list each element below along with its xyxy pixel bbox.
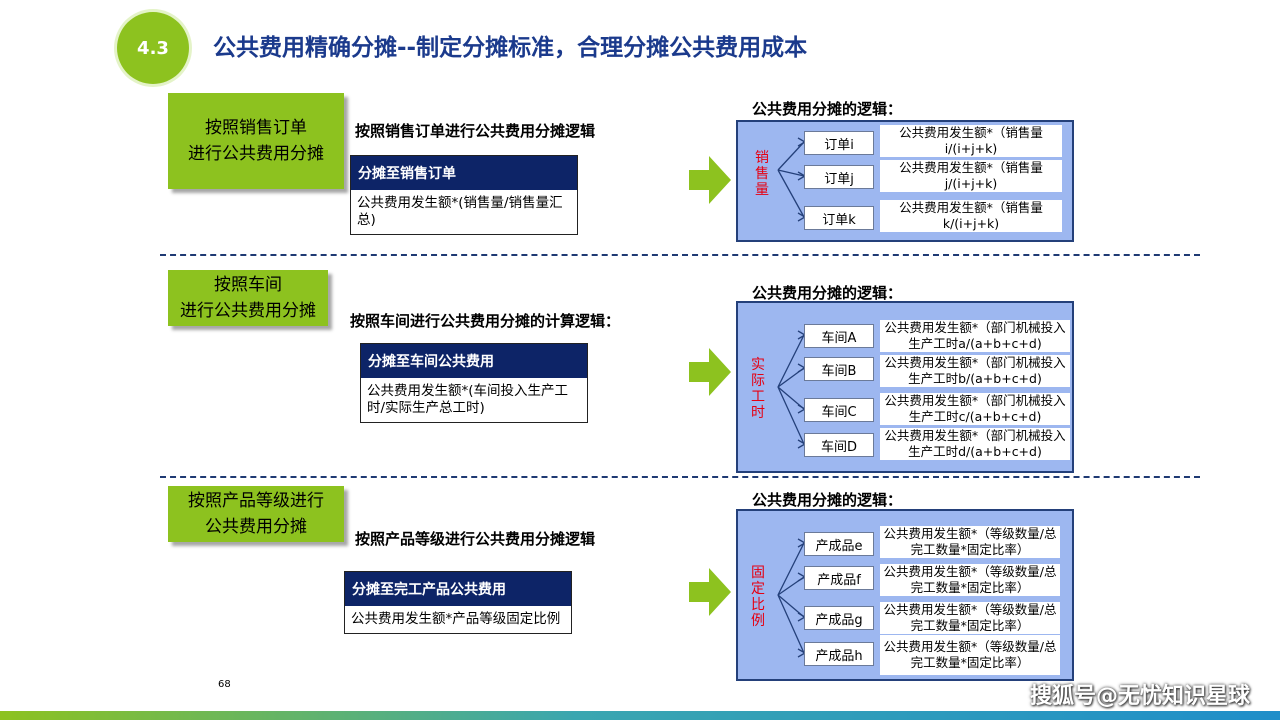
section-divider: [160, 476, 1200, 478]
formula-box: 公共费用发生额*（销售量j/(i+j+k): [880, 160, 1062, 192]
page-number: 68: [218, 679, 231, 690]
item-box: 订单i: [804, 131, 874, 155]
right-arrow-icon: [689, 348, 731, 396]
logic-panel: 实际工时 车间A 公共费用发生额*（部门机械投入生产工时a/(a+b+c+d) …: [736, 301, 1074, 473]
allocation-box: 分摊至销售订单 公共费用发生额*(销售量/销售量汇总): [350, 155, 578, 235]
vertical-label: 实际工时: [751, 357, 765, 421]
formula-box: 公共费用发生额*（部门机械投入生产工时a/(a+b+c+d): [880, 320, 1070, 352]
section-divider: [160, 254, 1200, 256]
label-line: 按照车间: [214, 275, 282, 295]
formula-box: 公共费用发生额*（销售量i/(i+j+k): [880, 125, 1062, 157]
formula-box: 公共费用发生额*（部门机械投入生产工时d/(a+b+c+d): [880, 428, 1070, 460]
allocation-box-body: 公共费用发生额*(车间投入生产工时/实际生产总工时): [367, 383, 569, 416]
formula-box: 公共费用发生额*（等级数量/总完工数量*固定比率）: [880, 526, 1060, 558]
vertical-label: 销售量: [755, 150, 769, 198]
item-box: 车间D: [804, 433, 874, 457]
vertical-label: 固定比例: [751, 565, 765, 629]
label-line: 按照产品等级进行: [188, 491, 324, 511]
logic-panel: 销售量 订单i 公共费用发生额*（销售量i/(i+j+k) 订单j 公共费用发生…: [736, 120, 1074, 242]
logic-title: 公共费用分摊的逻辑：: [752, 100, 903, 118]
item-box: 产成品f: [804, 566, 874, 590]
allocation-box-header: 分摊至车间公共费用: [361, 344, 587, 378]
allocation-box: 分摊至完工产品公共费用 公共费用发生额*产品等级固定比例: [344, 571, 572, 634]
right-arrow-icon: [689, 568, 731, 616]
item-box: 车间B: [804, 357, 874, 381]
label-line: 进行公共费用分摊: [180, 301, 316, 321]
formula-box: 公共费用发生额*（部门机械投入生产工时c/(a+b+c+d): [880, 393, 1070, 425]
item-box: 订单k: [804, 206, 874, 230]
workshop-label-box: 按照车间 进行公共费用分摊: [168, 270, 328, 326]
allocation-box-header: 分摊至销售订单: [351, 156, 577, 190]
section-number-badge: 4.3: [117, 12, 189, 84]
formula-box: 公共费用发生额*（销售量k/(i+j+k): [880, 200, 1062, 232]
logic-title: 公共费用分摊的逻辑：: [752, 284, 903, 302]
section-heading: 按照产品等级进行公共费用分摊逻辑: [355, 530, 596, 548]
bottom-gradient-bar: [0, 711, 1280, 720]
logic-panel: 固定比例 产成品e 公共费用发生额*（等级数量/总完工数量*固定比率） 产成品f…: [736, 509, 1074, 681]
slide-title: 公共费用精确分摊--制定分摊标准，合理分摊公共费用成本: [213, 35, 808, 61]
allocation-box-body: 公共费用发生额*(销售量/销售量汇总): [357, 195, 563, 228]
allocation-box-body: 公共费用发生额*产品等级固定比例: [351, 611, 561, 627]
right-arrow-icon: [689, 156, 731, 204]
section-heading: 按照销售订单进行公共费用分摊逻辑: [355, 122, 596, 140]
label-line: 进行公共费用分摊: [188, 144, 324, 164]
sales-order-label-box: 按照销售订单 进行公共费用分摊: [168, 93, 344, 189]
label-line: 按照销售订单: [205, 118, 307, 138]
item-box: 产成品h: [804, 642, 874, 666]
label-line: 公共费用分摊: [205, 517, 307, 537]
item-box: 订单j: [804, 165, 874, 189]
allocation-box-header: 分摊至完工产品公共费用: [345, 572, 571, 606]
formula-box: 公共费用发生额*（等级数量/总完工数量*固定比率）: [880, 602, 1060, 634]
formula-box: 公共费用发生额*（等级数量/总完工数量*固定比率）: [880, 564, 1060, 596]
section-heading: 按照车间进行公共费用分摊的计算逻辑：: [350, 312, 621, 330]
item-box: 产成品g: [804, 606, 874, 630]
logic-title: 公共费用分摊的逻辑：: [752, 491, 903, 509]
formula-box: 公共费用发生额*（部门机械投入生产工时b/(a+b+c+d): [880, 355, 1070, 387]
item-box: 车间A: [804, 324, 874, 348]
product-grade-label-box: 按照产品等级进行 公共费用分摊: [168, 486, 344, 542]
item-box: 产成品e: [804, 532, 874, 556]
formula-box: 公共费用发生额*（等级数量/总完工数量*固定比率）: [880, 635, 1060, 675]
item-box: 车间C: [804, 398, 874, 422]
watermark: 搜狐号@无忧知识星球: [1029, 684, 1250, 709]
allocation-box: 分摊至车间公共费用 公共费用发生额*(车间投入生产工时/实际生产总工时): [360, 343, 588, 423]
